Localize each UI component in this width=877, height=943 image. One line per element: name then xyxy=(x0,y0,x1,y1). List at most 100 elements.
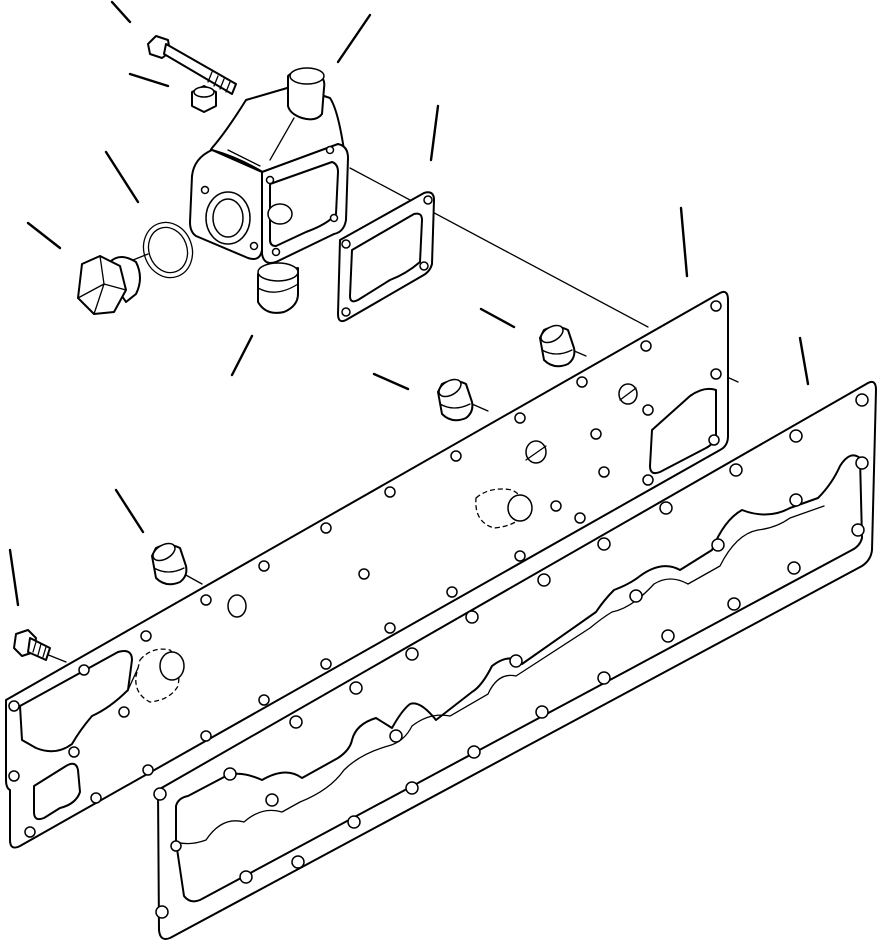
plate-hole xyxy=(140,630,152,642)
cover-gasket-inner-curve xyxy=(175,505,825,845)
gasket-hole xyxy=(467,745,481,759)
plate-hole xyxy=(446,586,458,598)
gasket-hole xyxy=(597,537,611,551)
small-plug xyxy=(191,85,217,113)
cover-plate-window-left-top xyxy=(19,650,133,753)
plate-hole xyxy=(358,568,370,580)
leader-housing xyxy=(336,13,372,64)
gasket-hole xyxy=(153,787,167,801)
o-ring-outer xyxy=(142,221,194,279)
housing-gasket xyxy=(337,191,435,323)
plug-band xyxy=(541,349,573,355)
gasket-hole xyxy=(347,815,361,829)
leader-bolt xyxy=(110,0,132,24)
plate-hole xyxy=(590,428,602,440)
plate-hole xyxy=(514,412,526,424)
gasket-hole xyxy=(629,589,643,603)
plate-hole xyxy=(708,434,720,446)
plate-hole xyxy=(450,450,462,462)
gasket-hole xyxy=(239,870,253,884)
gasket-hole xyxy=(661,629,675,643)
leader-cover-gasket xyxy=(798,336,810,386)
leader-plug-mid xyxy=(372,372,410,391)
plug-band xyxy=(439,403,471,409)
plate-hole xyxy=(78,664,90,676)
cover-gasket-bolt-holes xyxy=(153,393,869,919)
leader-cover-plate xyxy=(679,206,689,278)
plate-hole xyxy=(8,700,20,712)
leader-plug-housing xyxy=(230,334,254,377)
plug-mid xyxy=(437,378,474,422)
housing-bolt-hole xyxy=(329,213,339,223)
leader-plug-small xyxy=(128,72,170,88)
plate-hole xyxy=(642,404,654,416)
plate-hole xyxy=(640,340,652,352)
plate-hole xyxy=(598,466,610,478)
plate-hole xyxy=(550,500,562,512)
leader-o-ring xyxy=(104,150,140,204)
plate-hole xyxy=(200,730,212,742)
plate-hole xyxy=(8,770,20,782)
cover-plate-port-small xyxy=(227,594,247,618)
plate-hole xyxy=(142,764,154,776)
plate-hole xyxy=(258,560,270,572)
cover-gasket xyxy=(153,380,877,940)
gasket-hole xyxy=(855,393,869,407)
housing-gasket-hole xyxy=(341,239,351,249)
gasket-hole xyxy=(855,456,869,470)
drain-fitting xyxy=(13,629,51,661)
cover-plate-port-upper xyxy=(525,440,547,464)
plate-hole xyxy=(642,474,654,486)
plug-top xyxy=(257,262,299,282)
housing-bolt-hole xyxy=(249,241,259,251)
cover-plate-hidden-port-left xyxy=(135,648,180,703)
hex-plug-facet xyxy=(77,255,127,315)
plate-hole xyxy=(200,594,212,606)
cover-plate-port-left xyxy=(159,651,185,681)
housing-bore-inner xyxy=(212,198,244,238)
plate-hole xyxy=(320,658,332,670)
plug-top xyxy=(152,542,176,562)
plate-hole xyxy=(384,622,396,634)
cover-plate-port-mark xyxy=(525,445,547,461)
gasket-hole xyxy=(289,715,303,729)
housing-gasket-hole xyxy=(419,261,429,271)
callout-leaders xyxy=(8,0,810,607)
cooler-cover-plate xyxy=(5,290,729,849)
drain-fitting-thread xyxy=(32,641,47,658)
gasket-hole xyxy=(170,840,182,852)
cover-plate-port-mark xyxy=(619,387,637,401)
gasket-hole xyxy=(291,855,305,869)
plug-top xyxy=(540,324,564,344)
gasket-hole xyxy=(509,654,523,668)
plate-hole xyxy=(576,376,588,388)
gasket-hole xyxy=(389,729,403,743)
plate-hole xyxy=(384,486,396,498)
housing-gasket-outline xyxy=(337,191,435,323)
housing-bolt-hole xyxy=(265,175,275,185)
leader-hex-plug xyxy=(26,221,62,250)
plate-hole xyxy=(90,792,102,804)
cover-plate-window-left-bottom xyxy=(33,762,81,821)
leader-housing-gasket xyxy=(429,104,440,162)
gasket-hole xyxy=(659,501,673,515)
gasket-hole xyxy=(265,793,279,807)
plug-band xyxy=(153,567,185,573)
housing-bolt-hole xyxy=(200,185,210,195)
housing-gasket-inner xyxy=(349,212,423,303)
gasket-hole xyxy=(711,538,725,552)
gasket-hole xyxy=(851,523,865,537)
gasket-hole xyxy=(729,463,743,477)
o-ring xyxy=(142,221,194,279)
cover-gasket-inner-top xyxy=(175,454,863,903)
plate-hole xyxy=(258,694,270,706)
small-plug-top xyxy=(193,86,215,98)
gasket-hole xyxy=(789,429,803,443)
plug-left xyxy=(151,542,188,586)
gasket-hole xyxy=(787,561,801,575)
gasket-hole xyxy=(405,647,419,661)
gasket-hole xyxy=(223,767,237,781)
thermostat-housing xyxy=(189,67,349,264)
